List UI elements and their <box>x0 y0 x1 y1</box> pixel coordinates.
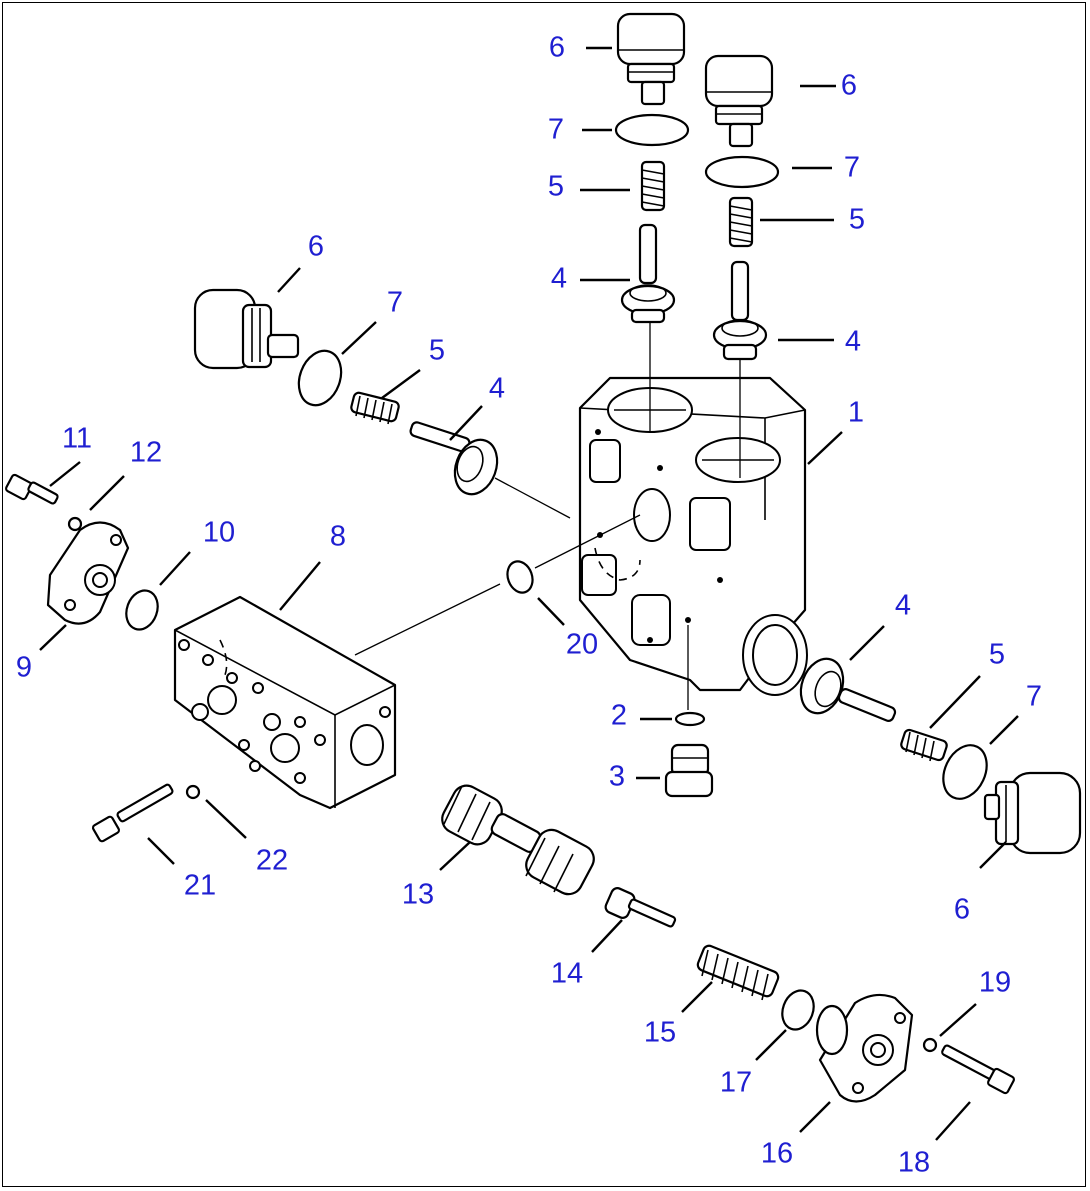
o-ring-part-17 <box>781 989 815 1031</box>
leader-line <box>799 1101 831 1133</box>
callout-part-14: 14 <box>550 957 584 990</box>
poppet-part-4-left <box>409 421 499 496</box>
leader-line <box>89 475 125 511</box>
bolt-part-21 <box>91 783 174 843</box>
leader-line <box>381 369 421 399</box>
leader-line <box>849 625 885 661</box>
plug-part-3 <box>664 743 714 798</box>
o-ring-part-7-right <box>942 744 988 800</box>
callout-part-10: 10 <box>202 516 236 549</box>
callout-part-9: 9 <box>15 651 33 684</box>
axis-line <box>354 583 501 656</box>
leader-line <box>49 461 81 487</box>
leader-line <box>449 405 483 441</box>
washer-part-22 <box>185 784 201 800</box>
callout-part-13: 13 <box>401 878 435 911</box>
callout-part-18: 18 <box>897 1146 931 1179</box>
callout-part-7: 7 <box>386 286 404 319</box>
o-ring-part-10 <box>125 589 159 631</box>
bolt-part-18 <box>941 1044 1015 1095</box>
callout-part-4: 4 <box>488 372 506 405</box>
leader-line <box>537 597 565 626</box>
washer-part-12 <box>67 516 83 532</box>
poppet-part-4-right <box>799 657 897 722</box>
leader-line <box>39 624 67 651</box>
valve-body-part-1 <box>578 376 808 696</box>
o-ring-part-7-top-left <box>614 113 690 147</box>
callout-part-19: 19 <box>978 966 1012 999</box>
spool-part-13 <box>441 784 595 896</box>
callout-part-5: 5 <box>988 638 1006 671</box>
leader-line <box>989 715 1019 745</box>
callout-part-6: 6 <box>953 893 971 926</box>
callout-part-7: 7 <box>1025 680 1043 713</box>
plug-part-6-left <box>193 288 300 370</box>
leader-line <box>439 841 471 871</box>
o-ring-part-20 <box>506 560 534 594</box>
plug-part-6-right <box>983 771 1082 855</box>
plug-part-6-top-right <box>704 54 774 148</box>
callout-part-3: 3 <box>608 760 626 793</box>
callout-part-5: 5 <box>848 203 866 236</box>
callout-part-22: 22 <box>255 844 289 877</box>
callout-part-21: 21 <box>183 869 217 902</box>
leader-line <box>807 431 843 465</box>
callout-part-6: 6 <box>840 69 858 102</box>
leader-line <box>979 841 1007 869</box>
leader-line <box>681 981 713 1013</box>
bolt-part-11 <box>5 473 59 505</box>
callout-part-17: 17 <box>719 1066 753 1099</box>
flange-cover-part-9 <box>46 521 130 625</box>
callout-part-11: 11 <box>61 422 93 455</box>
callout-part-20: 20 <box>565 628 599 661</box>
plug-part-6-top-left <box>616 12 686 106</box>
poppet-part-4-top-left <box>620 223 676 324</box>
callout-part-15: 15 <box>643 1016 677 1049</box>
leader-line <box>935 1101 971 1141</box>
spring-part-5-top-left <box>640 160 666 212</box>
leader-line <box>277 267 301 293</box>
spring-part-5-right <box>900 728 948 762</box>
callout-part-7: 7 <box>547 113 565 146</box>
leader-line <box>279 561 321 611</box>
callout-part-1: 1 <box>847 396 865 429</box>
callout-part-6: 6 <box>307 230 325 263</box>
leader-line <box>929 675 981 729</box>
callout-part-16: 16 <box>760 1137 794 1170</box>
callout-part-8: 8 <box>329 520 347 553</box>
callout-part-6: 6 <box>548 31 566 64</box>
spring-part-15 <box>696 944 780 1001</box>
spring-part-5-top-right <box>728 196 754 248</box>
leader-line <box>341 321 377 355</box>
callout-part-4: 4 <box>550 262 568 295</box>
side-block-part-8 <box>173 595 397 810</box>
callout-part-4: 4 <box>894 589 912 622</box>
o-ring-part-7-top-right <box>704 155 780 189</box>
leader-line <box>939 1003 977 1037</box>
leader-line <box>205 799 247 839</box>
leader-line <box>591 919 623 953</box>
callout-part-7: 7 <box>843 151 861 184</box>
callout-part-5: 5 <box>428 334 446 367</box>
leader-line <box>147 837 175 865</box>
axis-line <box>494 477 571 519</box>
spring-part-5-left <box>350 391 400 425</box>
o-ring-part-2 <box>674 711 706 727</box>
callout-part-5: 5 <box>547 170 565 203</box>
callout-part-4: 4 <box>844 325 862 358</box>
washer-part-19 <box>922 1037 938 1053</box>
leader-line <box>755 1029 787 1061</box>
o-ring-part-7-left <box>297 349 343 407</box>
axis-line <box>534 514 641 569</box>
poppet-part-4-top-right <box>712 260 768 361</box>
pin-part-14 <box>604 887 677 928</box>
leader-line <box>159 551 191 586</box>
callout-part-2: 2 <box>610 699 628 732</box>
callout-part-12: 12 <box>129 436 163 469</box>
flange-cover-part-16 <box>815 993 914 1103</box>
